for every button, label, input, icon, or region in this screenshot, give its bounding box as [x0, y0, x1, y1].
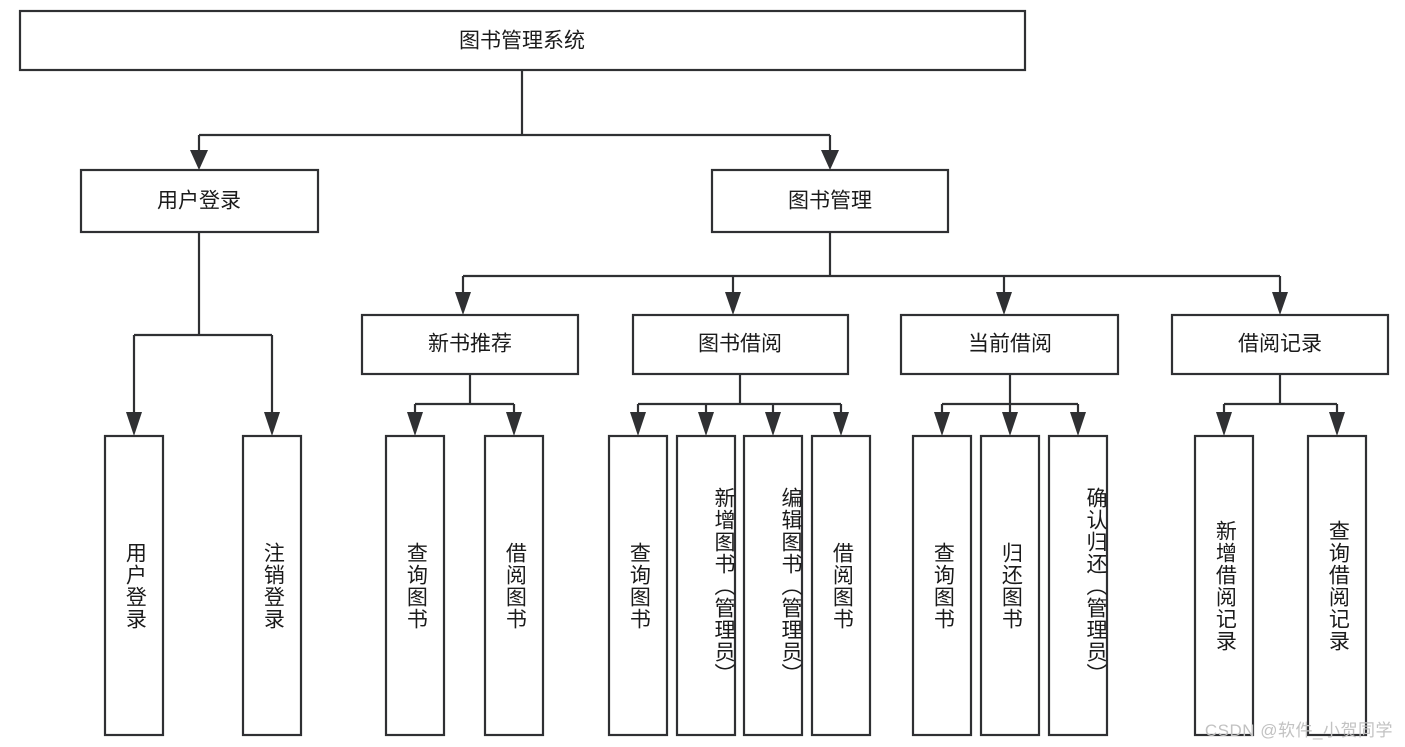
leaf-box-current-borrow-2[interactable] [979, 434, 1041, 737]
arrowhead-to-book-manage [821, 150, 839, 170]
node-current-borrow[interactable]: 当前借阅 [899, 313, 1120, 376]
leaf-box-borrow-record-2[interactable] [1306, 434, 1368, 737]
leaf-box-current-borrow-3[interactable] [1047, 434, 1109, 737]
node-current-borrow-box[interactable] [899, 313, 1120, 376]
node-book-manage[interactable]: 图书管理 [710, 168, 950, 234]
node-book-borrow-label: 图书借阅 [698, 333, 782, 356]
arrowhead-leaf-current-borrow-3 [1070, 412, 1086, 436]
node-root[interactable]: 图书管理系统 [18, 9, 1027, 72]
leaf-box-current-borrow-1[interactable] [911, 434, 973, 737]
arrowhead-leaf-book-borrow-2 [698, 412, 714, 436]
watermark-text: CSDN @软件_小贺同学 [1204, 721, 1393, 740]
arrowhead-leaf-borrow-record-1 [1216, 412, 1232, 436]
leaf-box-book-borrow-2[interactable] [675, 434, 737, 737]
arrowhead-leaf-current-borrow-1 [934, 412, 950, 436]
leaf-box-new-book-1[interactable] [384, 434, 446, 737]
node-new-book-recommend[interactable]: 新书推荐 [360, 313, 580, 376]
node-new-book-recommend-box[interactable] [360, 313, 580, 376]
leaf-box-borrow-record-1[interactable] [1193, 434, 1255, 737]
node-user-login[interactable]: 用户登录 [79, 168, 320, 234]
node-book-manage-label: 图书管理 [788, 190, 872, 213]
leaf-box-user-login-2[interactable] [241, 434, 303, 737]
node-borrow-record[interactable]: 借阅记录 [1170, 313, 1390, 376]
arrowhead-to-book-borrow [725, 292, 741, 315]
arrowhead-leaf-borrow-record-2 [1329, 412, 1345, 436]
leaf-box-book-borrow-1[interactable] [607, 434, 669, 737]
arrowhead-leaf-user-login-2 [264, 412, 280, 436]
arrowhead-leaf-new-book-1 [407, 412, 423, 436]
arrowhead-to-user-login [190, 150, 208, 170]
arrowhead-to-borrow-record [1272, 292, 1288, 315]
leaf-box-book-borrow-4[interactable] [810, 434, 872, 737]
arrowhead-leaf-book-borrow-3 [765, 412, 781, 436]
node-root-box[interactable] [18, 9, 1027, 72]
leaf-box-book-borrow-3[interactable] [742, 434, 804, 737]
arrowhead-to-new-book [455, 292, 471, 315]
node-book-borrow-box[interactable] [631, 313, 850, 376]
node-user-login-label: 用户登录 [157, 190, 241, 213]
node-root-label: 图书管理系统 [459, 30, 585, 53]
arrowhead-leaf-book-borrow-1 [630, 412, 646, 436]
node-new-book-recommend-label: 新书推荐 [428, 333, 512, 356]
node-book-manage-box[interactable] [710, 168, 950, 234]
node-borrow-record-box[interactable] [1170, 313, 1390, 376]
arrowhead-leaf-user-login-1 [126, 412, 142, 436]
arrowhead-leaf-current-borrow-2 [1002, 412, 1018, 436]
leaf-box-new-book-2[interactable] [483, 434, 545, 737]
node-borrow-record-label: 借阅记录 [1238, 333, 1322, 356]
leaf-box-user-login-1[interactable] [103, 434, 165, 737]
node-book-borrow[interactable]: 图书借阅 [631, 313, 850, 376]
arrowhead-leaf-new-book-2 [506, 412, 522, 436]
arrowhead-leaf-book-borrow-4 [833, 412, 849, 436]
arrowhead-to-current-borrow [996, 292, 1012, 315]
node-current-borrow-label: 当前借阅 [968, 333, 1052, 356]
